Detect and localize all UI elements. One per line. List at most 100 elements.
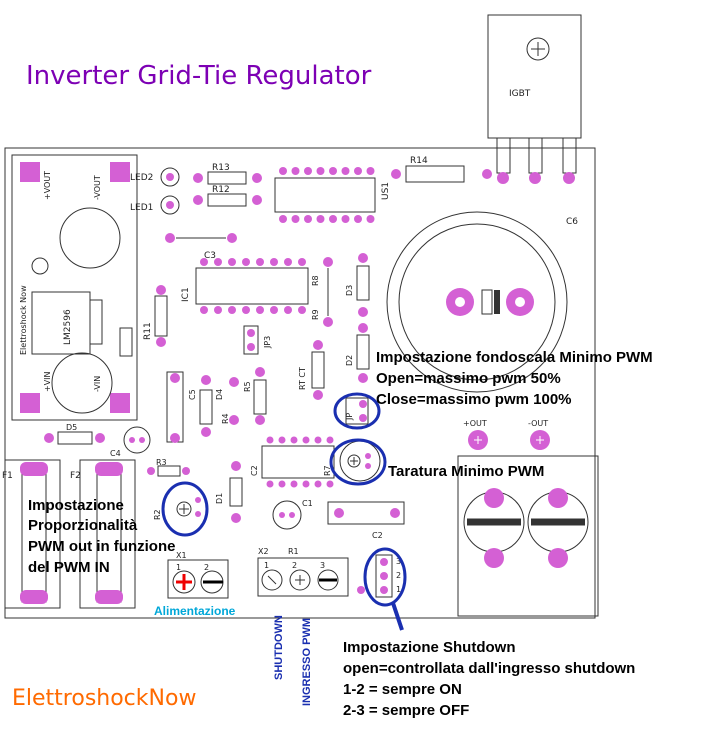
annotation-shutdown-12: 1-2 = sempre ON — [343, 681, 462, 698]
vout-neg-label: -VOUT — [93, 175, 102, 200]
d5-label: D5 — [66, 423, 77, 432]
r14-resistor: R14 — [391, 156, 492, 183]
us1-pin — [329, 215, 337, 223]
igbt-label: IGBT — [509, 89, 531, 99]
annotation-fondoscala-close: Close=massimo pwm 100% — [376, 391, 572, 408]
d3-label: D3 — [345, 285, 354, 296]
jp3-label: JP3 — [263, 336, 272, 349]
r1-label: R1 — [288, 547, 299, 556]
ic1-pin — [256, 306, 264, 314]
rtct-label: RT CT — [298, 367, 307, 390]
r12-label: R12 — [212, 185, 230, 195]
c1-capacitor: C1 — [272, 499, 313, 530]
ic1-pin — [242, 258, 250, 266]
ic1-chip: IC1 — [181, 258, 309, 314]
us1-pin — [279, 215, 287, 223]
board-outline — [4, 147, 596, 619]
ic1-pin — [270, 258, 278, 266]
ic1-pin — [200, 306, 208, 314]
jp3-jumper: JP3 — [243, 325, 272, 355]
annotation-alimentazione: Alimentazione — [154, 604, 236, 618]
x1-pin1: 1 — [176, 563, 181, 572]
d1-diode: D1 — [215, 461, 243, 523]
c2-ic: C2 — [250, 436, 335, 488]
sd-pin3: 3 — [396, 557, 401, 566]
annotation-fondoscala-open: Open=massimo pwm 50% — [376, 370, 561, 387]
c5-label: C5 — [188, 389, 197, 400]
us1-pin — [316, 167, 325, 175]
dcdc-module: +VOUT -VOUT +VIN -VIN LM2596 Elettroshoc… — [11, 154, 138, 421]
ic1-label: IC1 — [181, 287, 191, 302]
us1-pin — [329, 167, 337, 175]
annotation-shutdown-vertical: SHUTDOWN — [273, 615, 285, 680]
annotation-fondoscala-title: Impostazione fondoscala Minimo PWM — [376, 349, 653, 366]
x1-terminal: X1 1 2 — [167, 551, 229, 599]
annotation-shutdown-title: Impostazione Shutdown — [343, 639, 516, 656]
us1-pin — [366, 215, 375, 223]
annotation-prop-4: del PWM IN — [28, 559, 110, 576]
us1-pin — [291, 215, 300, 223]
us1-pin — [279, 167, 287, 175]
r8-label: R8 — [311, 275, 320, 286]
ic1-pin — [270, 306, 278, 314]
us1-pin — [341, 215, 350, 223]
r11-resistor: R11 — [143, 285, 168, 347]
jp-label: JP — [345, 413, 354, 421]
r7-label: R7 — [323, 465, 332, 476]
c2-film-label: C2 — [372, 531, 383, 540]
shutdown-jumper: 3 2 1 — [357, 547, 407, 631]
led1-label: LED1 — [130, 203, 153, 213]
us1-pin — [366, 167, 375, 175]
ic1-pin — [228, 258, 236, 266]
annotation-prop-1: Impostazione — [28, 497, 124, 514]
ic1-pin — [284, 306, 292, 314]
x1-pin2: 2 — [204, 563, 209, 572]
x2-pin2: 2 — [292, 561, 297, 570]
sd-pin1: 1 — [396, 585, 401, 594]
ic1-pin — [284, 258, 292, 266]
vin-neg-label: -VIN — [93, 376, 102, 392]
r3-label: R3 — [156, 458, 167, 467]
f2-label: F2 — [70, 471, 81, 481]
r2-label: R2 — [153, 509, 162, 520]
d2-label: D2 — [345, 355, 354, 366]
d5-c4: D5 C4 — [44, 423, 151, 458]
r2-trimmer: R2 — [153, 481, 209, 537]
us1-pin — [291, 167, 300, 175]
sd-pin2: 2 — [396, 571, 401, 580]
ic1-pin — [298, 306, 306, 314]
resistors-r12-r13: R13 R12 — [193, 163, 262, 207]
c2-label: C2 — [250, 465, 259, 476]
us1-pin — [316, 215, 325, 223]
ic1-pin — [228, 306, 236, 314]
ic1-pin — [200, 258, 208, 266]
annotation-shutdown-23: 2-3 = sempre OFF — [343, 702, 469, 719]
x2-label: X2 — [258, 547, 269, 556]
us1-pin — [304, 215, 312, 223]
brand-logo: ElettroshockNow — [12, 686, 196, 711]
output-terminals: +OUT -OUT — [457, 419, 599, 617]
us1-label: US1 — [381, 182, 391, 200]
led2-label: LED2 — [130, 173, 153, 183]
d4-label: D4 — [215, 389, 224, 400]
r5-label: R5 — [243, 381, 252, 392]
annotation-taratura: Taratura Minimo PWM — [388, 463, 544, 480]
c3-capacitor: C3 — [165, 233, 237, 261]
c5-d4-r4-r5: C5 D4 R4 R5 — [166, 367, 267, 443]
ic1-pin — [214, 306, 222, 314]
us1-pin — [304, 167, 312, 175]
r3-resistor: R3 — [147, 458, 190, 477]
r11-label: R11 — [143, 322, 153, 340]
rt-ct: RT CT — [298, 340, 325, 400]
x2-terminal: X2 R1 1 2 3 — [257, 547, 349, 597]
x2-pin1: 1 — [264, 561, 269, 570]
ic1-pin — [256, 258, 264, 266]
r8-r9: R8 R9 — [311, 257, 333, 327]
c6-capacitor: C6 — [386, 211, 578, 393]
lm2596-label: LM2596 — [63, 309, 73, 345]
c3-label: C3 — [204, 251, 216, 261]
c4-label: C4 — [110, 449, 121, 458]
r13-label: R13 — [212, 163, 230, 173]
